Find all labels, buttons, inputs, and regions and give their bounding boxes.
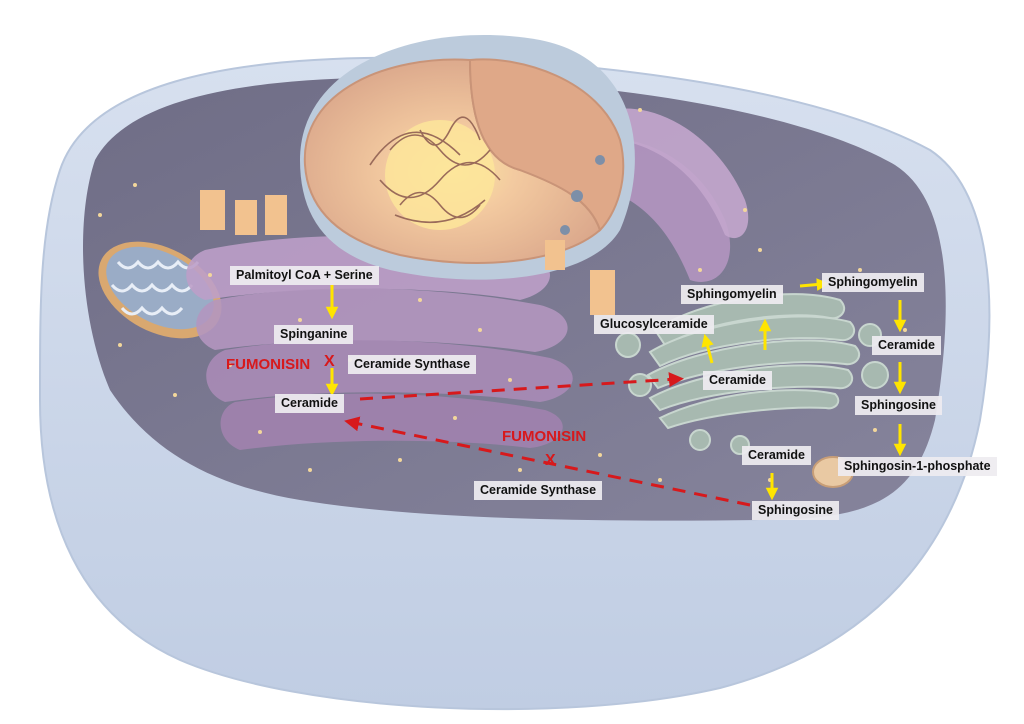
label-sphingomyelin-membrane: Sphingomyelin bbox=[822, 273, 924, 292]
label-spinganine: Spinganine bbox=[274, 325, 354, 344]
transport-arrow-er-to-golgi bbox=[359, 372, 684, 401]
label-ceramide-synthase-er: Ceramide Synthase bbox=[348, 355, 477, 374]
label-fumonisin-er: FUMONISIN bbox=[226, 356, 311, 373]
label-ceramide-salvage: Ceramide bbox=[742, 446, 811, 465]
label-sphingomyelin-golgi: Sphingomyelin bbox=[681, 285, 783, 304]
label-ceramide-membrane: Ceramide bbox=[872, 336, 941, 355]
transport-arrow-salvage bbox=[344, 416, 751, 507]
block-mark-salvage: X bbox=[545, 452, 556, 469]
nucleus bbox=[300, 35, 635, 280]
arrow-ceramide-to-glucosylceramide bbox=[701, 333, 714, 364]
smooth-er bbox=[200, 190, 615, 315]
label-glucosylceramide: Glucosylceramide bbox=[594, 315, 714, 334]
label-sphingosin-1-phosphate: Sphingosin-1-phosphate bbox=[838, 457, 997, 476]
label-sphingosine-salvage: Sphingosine bbox=[752, 501, 839, 520]
label-sphingosine-membrane: Sphingosine bbox=[855, 396, 942, 415]
golgi-apparatus bbox=[615, 293, 889, 455]
label-ceramide-golgi: Ceramide bbox=[703, 371, 772, 390]
label-ceramide-synthase-salvage: Ceramide Synthase bbox=[474, 481, 603, 500]
pathway-arrows bbox=[325, 278, 907, 501]
block-mark-er: X bbox=[324, 353, 335, 370]
label-fumonisin-salvage: FUMONISIN bbox=[502, 428, 587, 445]
label-palmitoyl-coa-serine: Palmitoyl CoA + Serine bbox=[230, 266, 379, 285]
arrow-sphingomyelin-transport bbox=[799, 278, 830, 291]
label-ceramide-er: Ceramide bbox=[275, 394, 344, 413]
